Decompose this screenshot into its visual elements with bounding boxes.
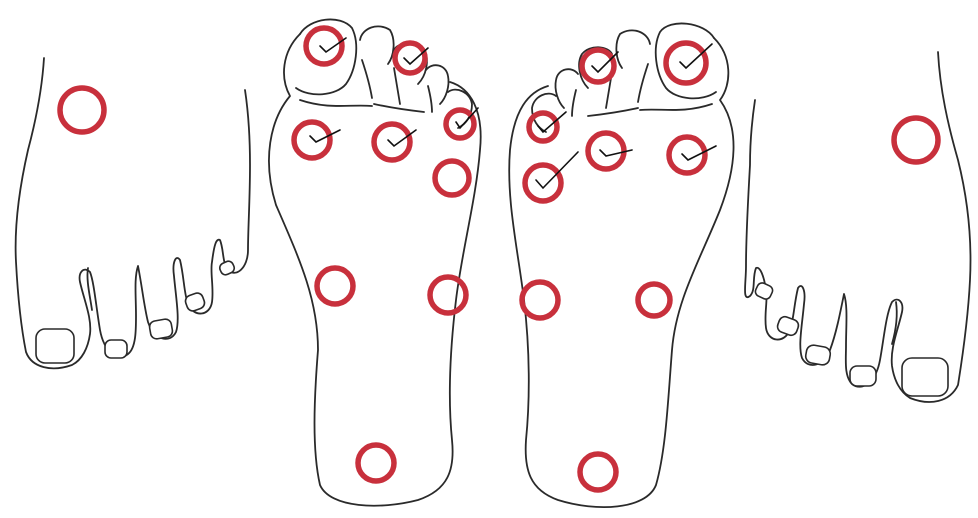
dorsal-left-toe3-nail xyxy=(149,318,174,340)
plantar-right-site-met5 xyxy=(529,113,557,141)
plantar-left-toe-crease xyxy=(300,100,424,112)
dorsal-left-toe4-nail xyxy=(184,291,206,312)
plantar-right-site-lateral-midfoot xyxy=(522,282,558,318)
dorsal-right-outline xyxy=(745,52,971,402)
plantar-left-site-toe3 xyxy=(395,43,425,73)
dorsal-left-toe5-nail xyxy=(218,260,236,277)
plantar-left-site-met1 xyxy=(294,122,330,158)
plantar-right-site-heel xyxy=(580,454,616,490)
plantar-right-outline xyxy=(509,38,733,507)
dorsal-left-hallux-nail xyxy=(36,329,74,363)
plantar-left-toe4 xyxy=(426,65,449,112)
plantar-view-right-foot xyxy=(509,23,733,507)
plantar-left-site-lateral-forefoot xyxy=(435,161,469,195)
plantar-right-site-toe3 xyxy=(582,50,614,82)
dorsal-right-toe3-nail xyxy=(805,344,832,366)
dorsal-right-toe-divider xyxy=(892,302,897,344)
plantar-left-site-lateral-midfoot xyxy=(430,277,466,313)
plantar-right-toe4 xyxy=(555,69,578,116)
plantar-right-toe2 xyxy=(616,30,650,102)
plantar-left-toe2 xyxy=(360,26,394,98)
dorsal-right-hallux-nail xyxy=(902,358,948,396)
dorsal-view-right-foot xyxy=(745,52,971,402)
plantar-left-site-hallux xyxy=(306,28,342,64)
dorsal-right-site-ring xyxy=(894,118,938,162)
dorsal-left-outline xyxy=(16,58,250,368)
dorsal-right-toe4-nail xyxy=(776,315,800,337)
plantar-right-site-met3 xyxy=(588,133,624,169)
dorsal-left-site-ring xyxy=(60,88,104,132)
check-icon xyxy=(600,150,632,156)
check-icon xyxy=(682,146,716,160)
dorsal-right-toe2-nail xyxy=(850,366,876,386)
plantar-right-site-lateral-forefoot xyxy=(525,165,561,201)
dorsal-right-toe5-nail xyxy=(754,281,774,300)
plantar-left-site-met3 xyxy=(374,124,410,160)
plantar-right-site-hallux xyxy=(666,43,706,83)
plantar-view-left-foot xyxy=(269,19,481,505)
plantar-left-site-heel xyxy=(358,445,394,481)
plantar-right-site-medial-midfoot xyxy=(638,284,670,316)
plantar-left-site-met5 xyxy=(446,110,474,138)
dorsal-left-toe2-nail xyxy=(105,340,127,358)
dorsal-view-left-foot xyxy=(16,58,250,368)
plantar-left-site-medial-midfoot xyxy=(317,268,353,304)
